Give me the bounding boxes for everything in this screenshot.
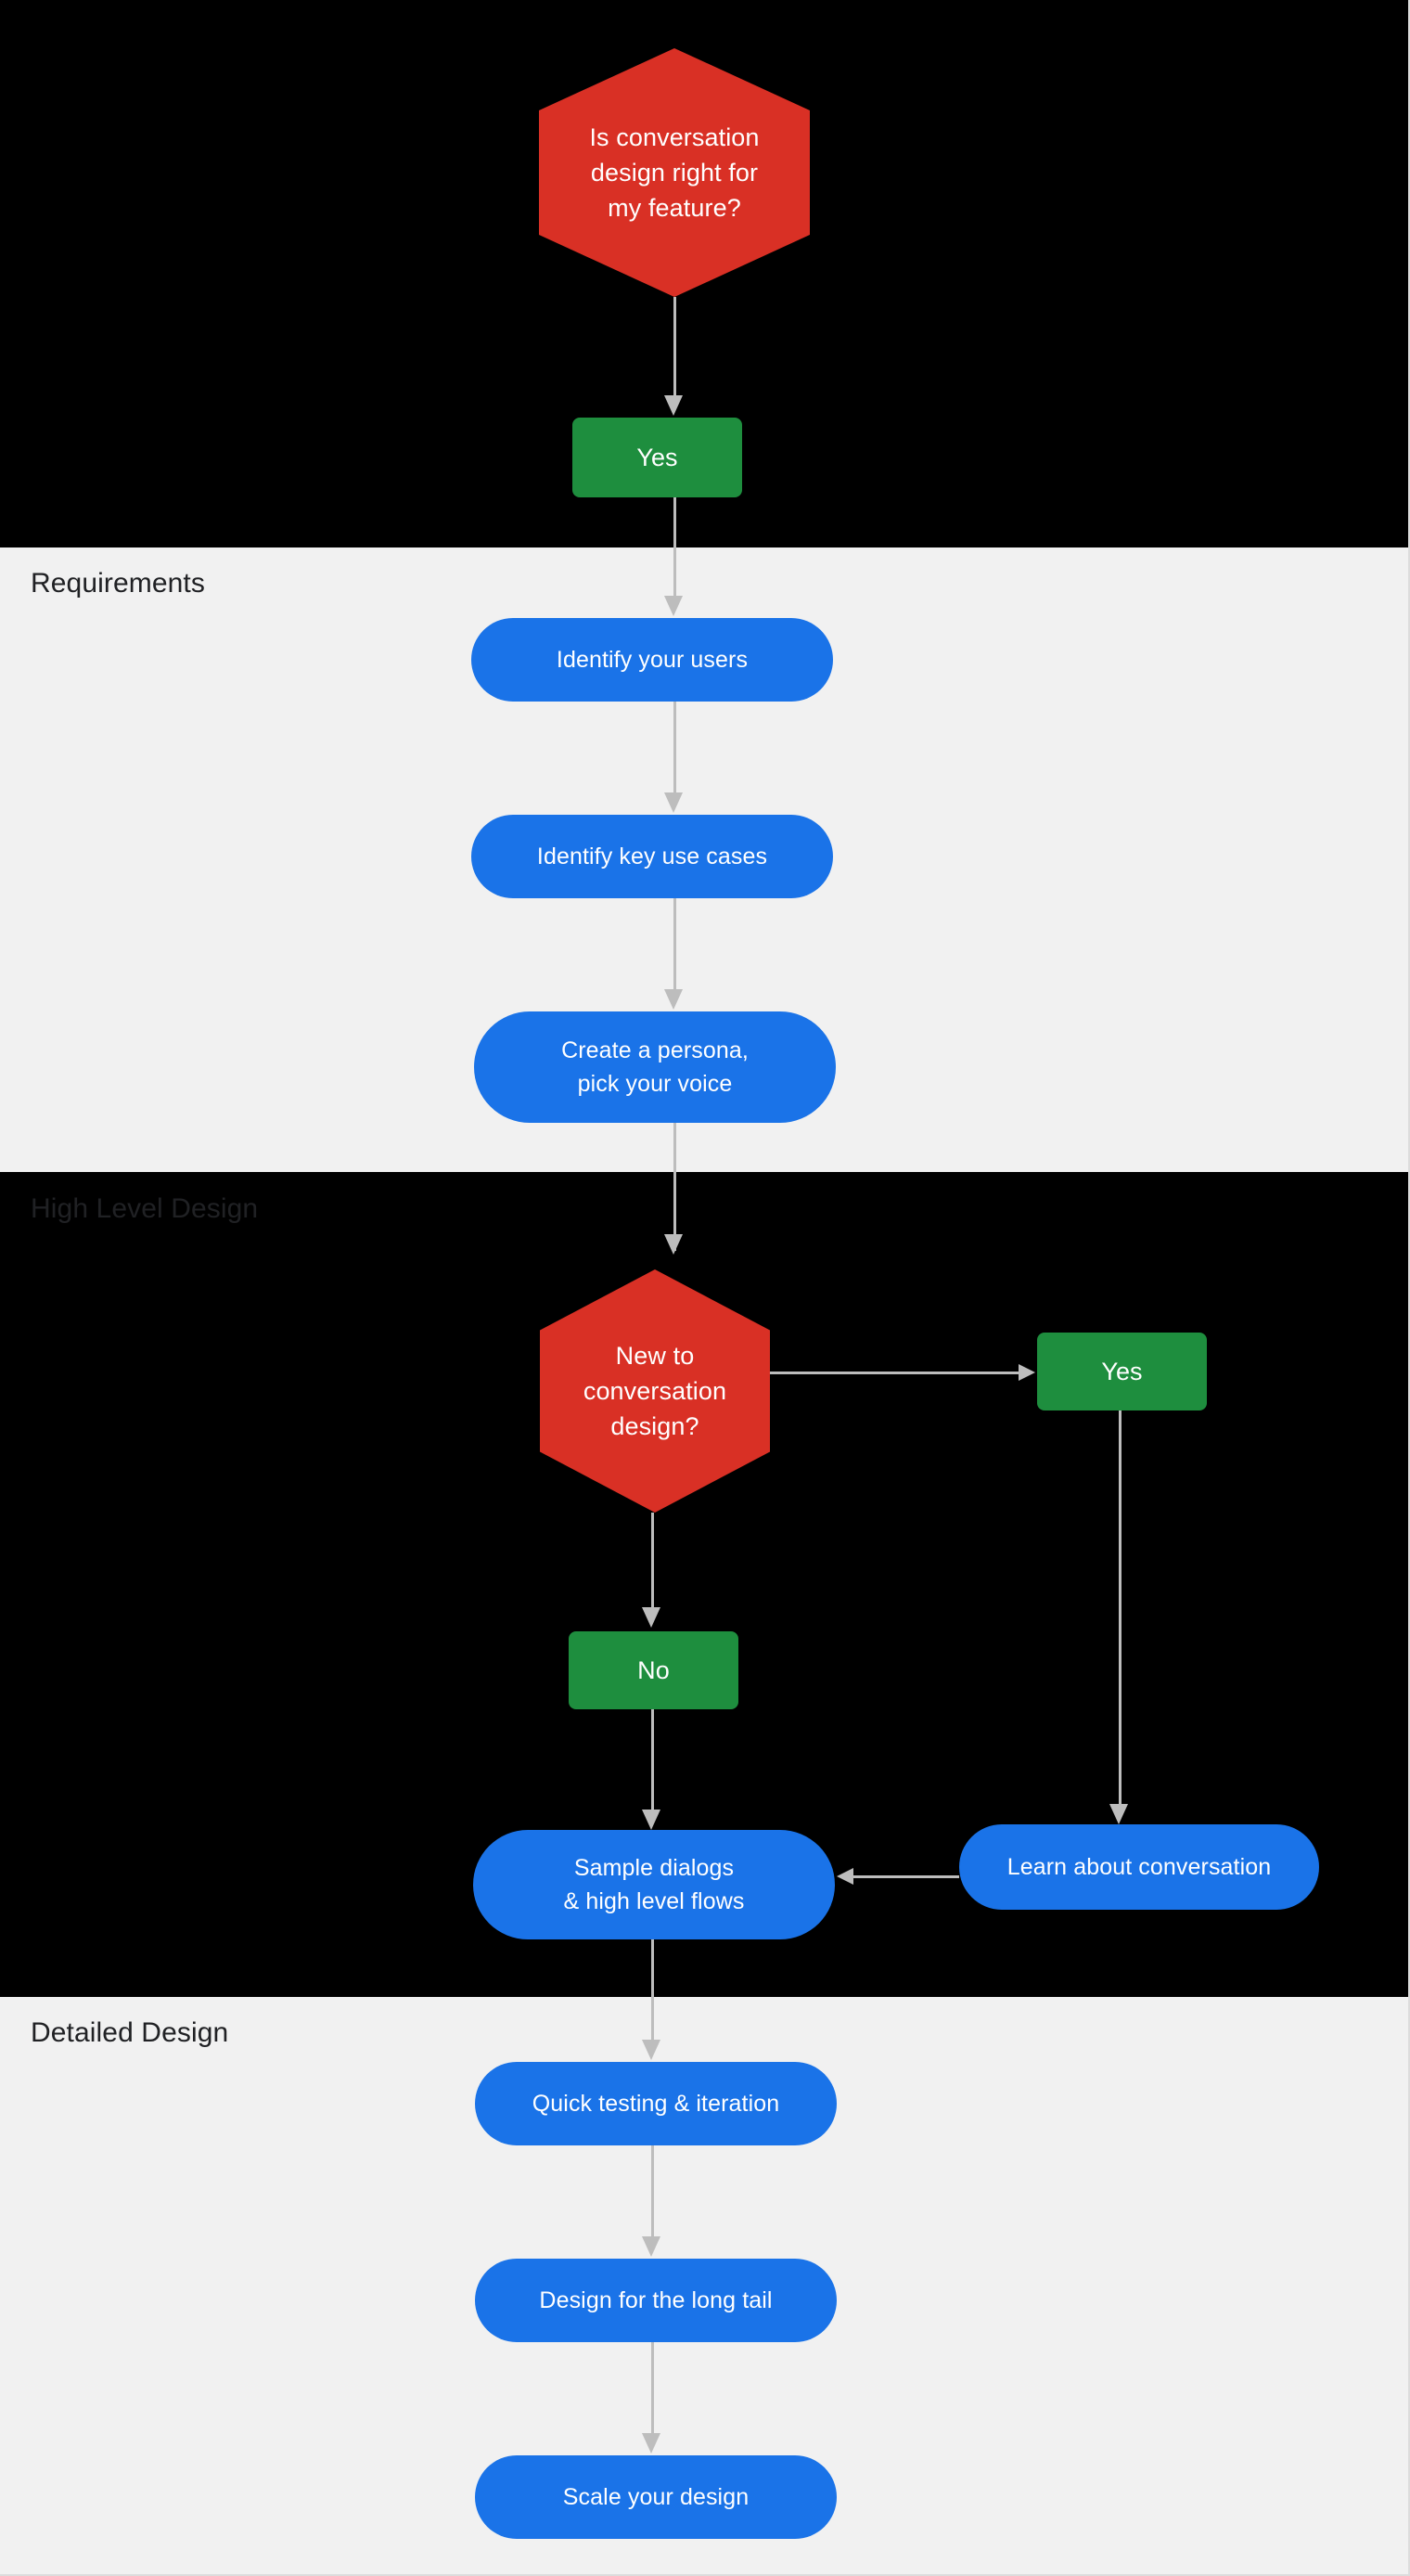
arrowhead-sample-dialogs-to-quick-testing [642, 2040, 660, 2060]
arrowhead-q2-to-yes2 [1019, 1364, 1035, 1381]
step-sample-dialogs-high-level-flows[interactable]: Sample dialogs & high level flows [473, 1830, 835, 1939]
step-label: Design for the long tail [539, 2287, 773, 2313]
arrowhead-yes1-to-identify-users [664, 596, 683, 616]
arrowhead-q2-to-no2 [642, 1607, 660, 1628]
arrowhead-q1-to-yes1 [664, 395, 683, 416]
step-label: Quick testing & iteration [532, 2091, 780, 2117]
answer-label: No [637, 1656, 670, 1684]
step-identify-your-users[interactable]: Identify your users [471, 618, 833, 702]
step-learn-about-conversation[interactable]: Learn about conversation [959, 1824, 1319, 1910]
answer-label: Yes [636, 444, 678, 471]
connector-key-use-cases-to-persona [673, 898, 676, 993]
step-label: Create a persona, pick your voice [561, 1037, 749, 1097]
decision-label: Is conversation design right for my feat… [589, 123, 760, 222]
step-label: Sample dialogs & high level flows [563, 1855, 745, 1914]
arrowhead-long-tail-to-scale [642, 2433, 660, 2454]
connector-yes2-to-learn [1119, 1410, 1122, 1808]
decision-label: New to conversation design? [583, 1342, 727, 1440]
connector-long-tail-to-scale [651, 2342, 654, 2437]
arrowhead-persona-to-q2 [664, 1234, 683, 1255]
section-label-high-level-design: High Level Design [31, 1193, 259, 1224]
step-label: Learn about conversation [1006, 1854, 1272, 1880]
arrowhead-key-use-cases-to-persona [664, 989, 683, 1010]
connector-identify-users-to-key-use-cases [673, 702, 676, 796]
connector-learn-to-sample-dialogs [853, 1875, 959, 1878]
step-label: Scale your design [562, 2484, 750, 2510]
step-design-for-the-long-tail[interactable]: Design for the long tail [475, 2259, 837, 2342]
connector-no2-to-sample-dialogs [651, 1709, 654, 1813]
step-label: Identify key use cases [536, 844, 768, 869]
connector-q2-to-yes2 [770, 1372, 1022, 1374]
arrowhead-no2-to-sample-dialogs [642, 1810, 660, 1830]
answer-label: Yes [1101, 1358, 1143, 1385]
section-label-detailed-design: Detailed Design [31, 2017, 229, 2048]
arrowhead-quick-testing-to-long-tail [642, 2236, 660, 2257]
connector-persona-to-q2 [673, 1123, 676, 1251]
step-create-a-persona[interactable]: Create a persona, pick your voice [474, 1011, 836, 1123]
connector-quick-testing-to-long-tail [651, 2145, 654, 2240]
step-identify-key-use-cases[interactable]: Identify key use cases [471, 815, 833, 898]
answer-yes-1[interactable]: Yes [572, 418, 742, 497]
connector-q1-to-yes1 [673, 297, 676, 399]
section-label-requirements: Requirements [31, 568, 205, 599]
connector-q2-to-no2 [651, 1513, 654, 1611]
answer-no-2[interactable]: No [569, 1631, 738, 1709]
answer-yes-2[interactable]: Yes [1037, 1333, 1207, 1410]
arrowhead-learn-to-sample-dialogs [837, 1868, 853, 1885]
arrowhead-identify-users-to-key-use-cases [664, 792, 683, 813]
step-quick-testing-iteration[interactable]: Quick testing & iteration [475, 2062, 837, 2145]
step-label: Identify your users [556, 647, 749, 673]
step-scale-your-design[interactable]: Scale your design [475, 2455, 837, 2539]
connector-yes1-to-identify-users [673, 497, 676, 599]
arrowhead-yes2-to-learn [1109, 1804, 1128, 1824]
connector-sample-dialogs-to-quick-testing [651, 1939, 654, 2045]
